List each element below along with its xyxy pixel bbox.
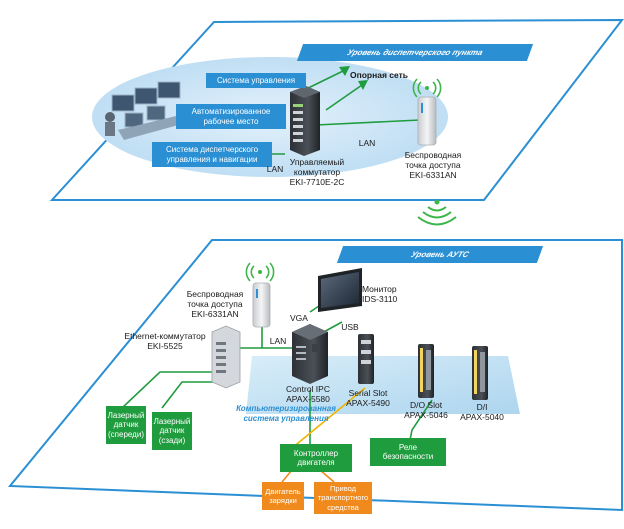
control-system-box: Система управления	[206, 73, 306, 88]
engine-controller-box: Контроллер двигателя	[280, 444, 352, 472]
ethernet-switch-icon	[211, 325, 241, 389]
do-slot-label: D/O Slot APAX-5046	[404, 400, 448, 420]
monitor-icon	[318, 268, 362, 312]
serial-slot-label: Serial Slot APAX-5490	[346, 388, 390, 408]
lan-label-right: LAN	[358, 138, 376, 148]
access-point-icon	[417, 96, 437, 146]
bottom-lan-label: LAN	[269, 336, 287, 346]
wireless-signal-icon	[412, 78, 442, 98]
top-switch-label: Управляемый коммутатор EKI-7710E-2C	[289, 157, 345, 187]
di-label: D/I APAX-5040	[460, 402, 504, 422]
top-level-banner: Уровень диспетчерского пункта	[296, 44, 534, 61]
laser-front-box: Лазерный датчик (спереди)	[106, 406, 146, 444]
ipc-icon	[292, 324, 328, 384]
switch-icon	[290, 86, 320, 156]
charging-motor-box: Двигатель зарядки	[262, 482, 304, 510]
vga-label: VGA	[290, 313, 308, 323]
wireless-link-icon	[417, 199, 457, 226]
backbone-label: Опорная сеть	[349, 70, 409, 80]
ethernet-switch-label: Ethernet-коммутатор EKI-5525	[124, 331, 206, 351]
wireless-signal-icon	[245, 262, 275, 282]
control-ipc-label: Control IPC APAX-5580	[286, 384, 330, 404]
usb-label: USB	[341, 322, 359, 332]
workstation-box: Автоматизированное рабочее место	[176, 104, 286, 129]
bottom-level-banner: Уровень АУТС	[336, 246, 544, 263]
safety-relay-box: Реле безопасности	[370, 438, 446, 466]
dispatch-nav-box: Система диспетчерского управления и нави…	[152, 142, 272, 167]
io-module-icon	[472, 346, 488, 400]
vehicle-drive-box: Привод транспортного средства	[314, 482, 372, 514]
monitor-label: Монитор IDS-3110	[362, 284, 398, 304]
io-module-icon	[358, 334, 374, 384]
io-module-icon	[418, 344, 434, 398]
access-point-icon	[252, 282, 271, 328]
control-system-name: Компьютеризированная система управления	[236, 404, 336, 423]
laser-rear-box: Лазерный датчик (сзади)	[152, 412, 192, 450]
lan-label-left: LAN	[266, 164, 284, 174]
top-ap-label: Беспроводная точка доступа EKI-6331AN	[404, 150, 462, 180]
bottom-ap-label: Беспроводная точка доступа EKI-6331AN	[186, 289, 244, 319]
workstation-icon	[105, 81, 182, 140]
